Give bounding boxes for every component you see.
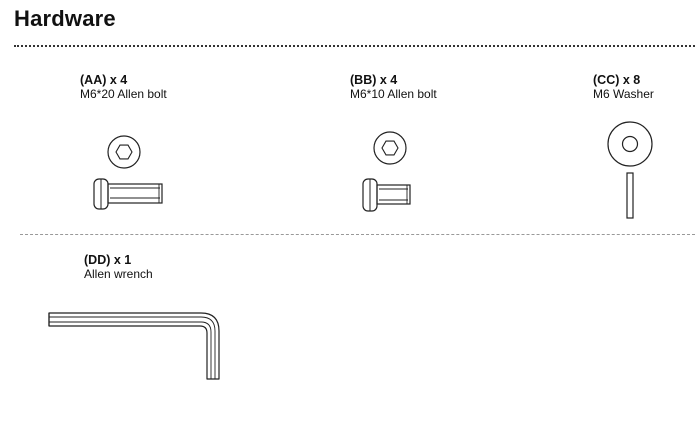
item-divider [20, 234, 695, 235]
item-description: M6*20 Allen bolt [80, 87, 167, 101]
item-code: (BB) x 4 [350, 73, 398, 87]
hardware-item-bb: (BB) x 4 M6*10 Allen bolt [350, 73, 437, 101]
item-code: (CC) x 8 [593, 73, 641, 87]
allen-bolt-long-icon [93, 135, 163, 210]
section-divider [14, 45, 695, 47]
allen-bolt-short-icon [362, 131, 411, 212]
allen-wrench-icon [48, 312, 220, 380]
item-code: (AA) x 4 [80, 73, 128, 87]
section-title: Hardware [14, 6, 116, 31]
item-description: M6*10 Allen bolt [350, 87, 437, 101]
item-description: M6 Washer [593, 87, 654, 101]
hardware-item-aa: (AA) x 4 M6*20 Allen bolt [80, 73, 167, 101]
hardware-item-cc: (CC) x 8 M6 Washer [593, 73, 654, 101]
item-description: Allen wrench [84, 267, 153, 281]
hardware-item-dd: (DD) x 1 Allen wrench [84, 253, 153, 281]
item-code: (DD) x 1 [84, 253, 132, 267]
washer-icon [607, 121, 653, 219]
